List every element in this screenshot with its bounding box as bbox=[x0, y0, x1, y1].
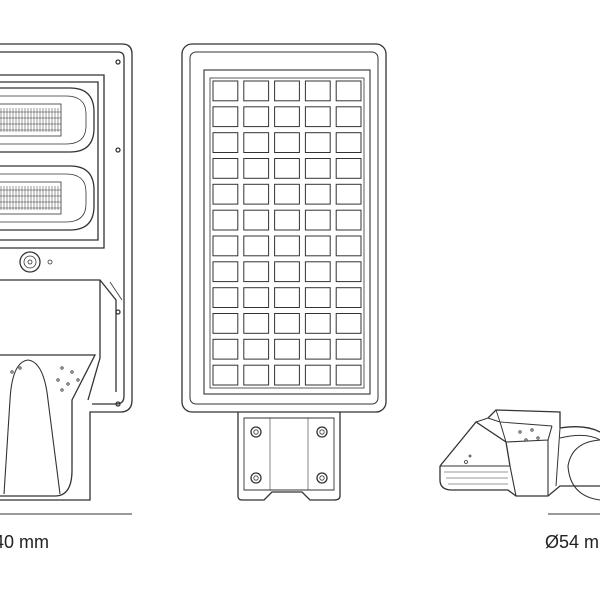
solar-cell bbox=[304, 364, 331, 386]
solar-cell bbox=[335, 80, 362, 102]
solar-cell bbox=[335, 364, 362, 386]
solar-cell bbox=[212, 158, 239, 179]
solar-cell bbox=[274, 183, 300, 205]
solar-cell bbox=[243, 364, 270, 386]
solar-cell bbox=[335, 158, 362, 179]
bracket-bolts bbox=[250, 426, 328, 484]
solar-cell bbox=[212, 132, 239, 153]
side-body bbox=[439, 466, 600, 497]
solar-cell bbox=[335, 132, 362, 153]
front-housing-inner bbox=[0, 51, 125, 405]
solar-cell bbox=[274, 338, 300, 360]
solar-cell bbox=[212, 287, 239, 309]
solar-cell bbox=[243, 235, 270, 257]
solar-cell bbox=[212, 261, 239, 283]
solar-cell bbox=[212, 183, 239, 205]
solar-cell bbox=[243, 287, 270, 309]
solar-cell bbox=[304, 106, 331, 128]
solar-cell bbox=[304, 158, 331, 179]
solar-cell bbox=[335, 287, 362, 309]
side-view bbox=[439, 409, 600, 515]
solar-cell bbox=[212, 313, 239, 334]
solar-cell bbox=[335, 209, 362, 231]
dimension-label-width: 40 mm bbox=[0, 532, 50, 552]
solar-cell bbox=[304, 235, 331, 257]
motion-sensor bbox=[19, 251, 41, 273]
panel-frame-inner bbox=[189, 51, 379, 405]
solar-cell bbox=[243, 106, 270, 128]
solar-cell bbox=[243, 338, 270, 360]
solar-cell bbox=[243, 80, 270, 102]
solar-cell bbox=[274, 209, 300, 231]
solar-cell bbox=[274, 313, 300, 334]
solar-cell bbox=[304, 313, 331, 334]
solar-cell bbox=[335, 183, 362, 205]
solar-cell bbox=[243, 313, 270, 334]
solar-cell bbox=[335, 338, 362, 360]
solar-cell bbox=[212, 106, 239, 128]
solar-cell bbox=[212, 235, 239, 257]
solar-cell bbox=[274, 364, 300, 386]
mounting-bracket bbox=[237, 412, 341, 501]
solar-cell bbox=[274, 287, 300, 309]
solar-cell bbox=[212, 209, 239, 231]
led-module-bottom bbox=[0, 165, 95, 231]
solar-cell bbox=[274, 132, 300, 153]
solar-cell bbox=[243, 132, 270, 153]
solar-cell bbox=[335, 235, 362, 257]
solar-cell bbox=[274, 261, 300, 283]
solar-cell bbox=[304, 261, 331, 283]
solar-cell bbox=[243, 183, 270, 205]
solar-cell-grid bbox=[212, 80, 362, 386]
led-module-top bbox=[0, 87, 95, 153]
solar-cell bbox=[304, 209, 331, 231]
dimension-label-diameter: Ø54 m bbox=[545, 532, 600, 552]
front-view bbox=[0, 43, 133, 515]
solar-cell bbox=[243, 209, 270, 231]
solar-cell bbox=[243, 158, 270, 179]
solar-panel-view bbox=[181, 43, 387, 501]
solar-cell bbox=[212, 80, 239, 102]
solar-cell bbox=[243, 261, 270, 283]
solar-cell bbox=[274, 158, 300, 179]
solar-cell bbox=[274, 106, 300, 128]
pole-clamp bbox=[559, 426, 600, 433]
solar-cell bbox=[335, 106, 362, 128]
solar-cell bbox=[304, 338, 331, 360]
solar-cell bbox=[274, 235, 300, 257]
solar-cell bbox=[304, 132, 331, 153]
solar-cell bbox=[304, 287, 331, 309]
solar-cell bbox=[304, 183, 331, 205]
front-bracket bbox=[0, 354, 97, 497]
front-housing-outline bbox=[0, 43, 133, 501]
lamp-cover bbox=[0, 74, 105, 249]
solar-cell bbox=[274, 80, 300, 102]
solar-cell bbox=[335, 261, 362, 283]
solar-cell bbox=[212, 338, 239, 360]
solar-cell bbox=[335, 313, 362, 334]
solar-cell bbox=[304, 80, 331, 102]
panel-frame-outer bbox=[181, 43, 387, 413]
solar-cell bbox=[212, 364, 239, 386]
